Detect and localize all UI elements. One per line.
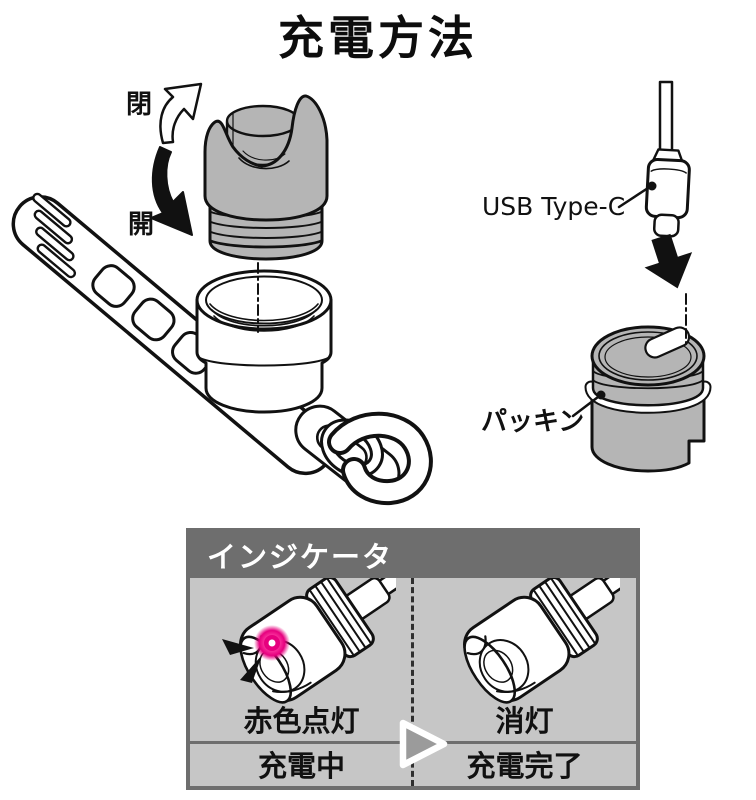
charging-state-label: 赤色点灯 [243, 704, 360, 738]
charged-phase-label: 充電完了 [466, 749, 583, 783]
usb-cable-illustration [617, 80, 693, 345]
indicator-panel: インジケータ [186, 528, 640, 790]
indicator-panel-title: インジケータ [207, 540, 394, 574]
usb-type-c-label: USB Type-C [482, 192, 626, 221]
gasket-label: パッキン [481, 407, 585, 437]
red-led-indicator [254, 625, 290, 661]
open-arrow-icon [150, 146, 193, 236]
cap-close-label: 閉 [126, 90, 153, 120]
panel-divider [411, 578, 414, 786]
mount-illustration [11, 192, 433, 506]
charging-phase-label: 充電中 [257, 749, 345, 783]
body-gasket-illustration [571, 325, 712, 473]
close-arrow-icon [159, 82, 203, 145]
cap-illustration [203, 94, 329, 333]
charging-diagram [11, 80, 712, 506]
blink-marks-icon [222, 639, 262, 683]
page-title: 充電方法 [278, 11, 478, 65]
transition-arrow-icon [399, 719, 448, 769]
cap-open-label: 開 [128, 210, 155, 240]
indicator-panel-body: 赤色点灯 消灯 充電中 充電完了 [190, 578, 636, 786]
charged-light-illustration [463, 578, 620, 704]
charging-light-illustration [222, 578, 396, 704]
indicator-panel-header: インジケータ [190, 532, 636, 578]
insert-arrow-icon [644, 233, 693, 289]
charged-state-label: 消灯 [495, 704, 554, 738]
